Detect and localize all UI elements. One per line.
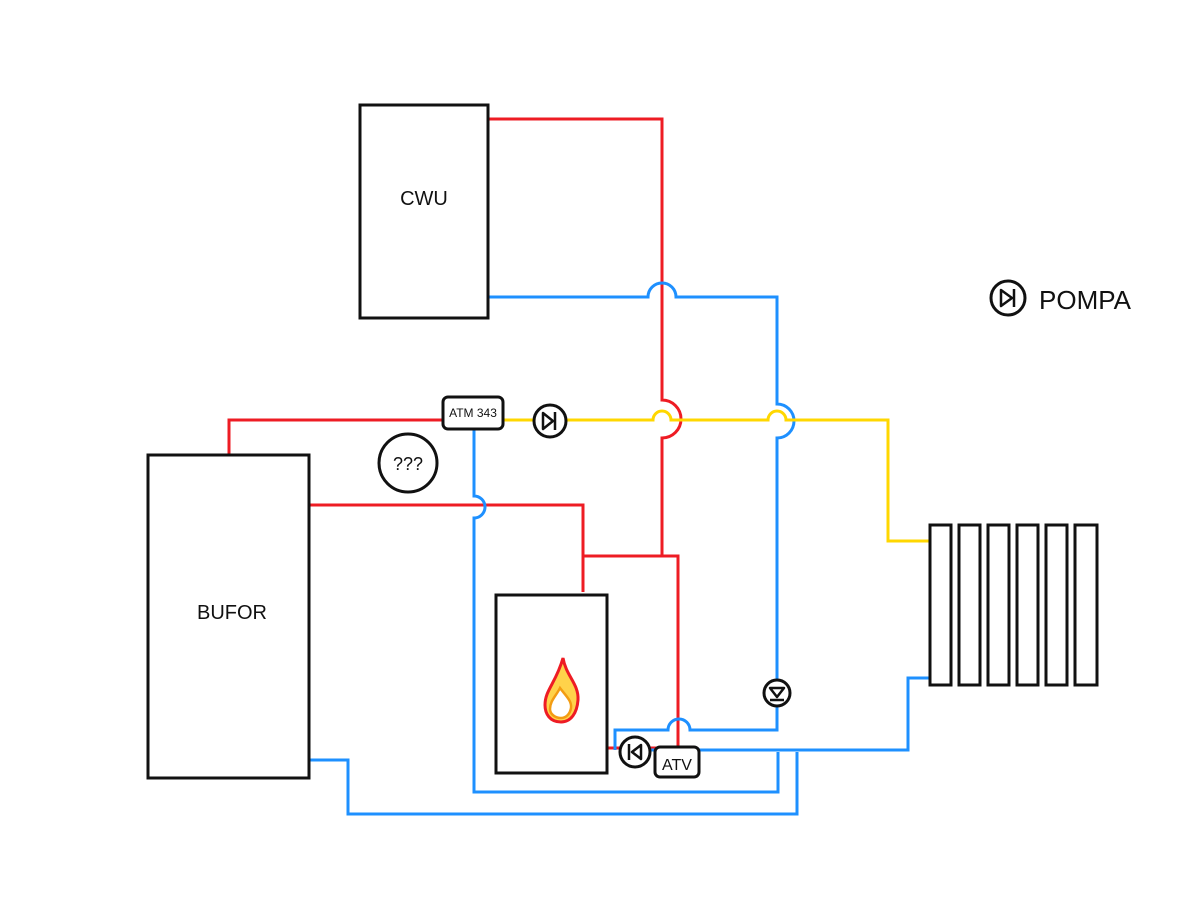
radiator[interactable] [928, 523, 1099, 687]
bufor-side-hot-pipe [309, 503, 585, 592]
cwu-tank[interactable]: CWU [358, 103, 490, 320]
legend-pump-label: POMPA [1039, 285, 1132, 315]
pump-icon[interactable] [532, 403, 568, 439]
radiator-return-pipe [700, 676, 930, 752]
unknown-label: ??? [393, 454, 423, 474]
bufor-label: BUFOR [197, 602, 267, 624]
cold-pipes [309, 281, 930, 816]
bufor-top-hot-pipe [227, 418, 500, 455]
flame-icon [543, 657, 580, 724]
bufor-return-pipe [309, 752, 799, 816]
cwu-hot-pipe [488, 117, 683, 556]
atm-label: ATM 343 [449, 406, 497, 420]
boiler[interactable] [494, 593, 609, 775]
atv-label: ATV [662, 757, 692, 774]
legend: POMPA [989, 279, 1132, 317]
pump-icon[interactable] [762, 678, 792, 708]
cwu-label: CWU [400, 188, 448, 210]
atm-valve[interactable]: ATM 343 [441, 395, 505, 431]
atm-return-pipe [472, 425, 780, 794]
unknown-component[interactable]: ??? [377, 432, 439, 494]
pump-icon [989, 279, 1027, 317]
atv-valve[interactable]: ATV [653, 745, 701, 779]
radiator-supply-pipe [500, 409, 930, 543]
pump-icon[interactable] [618, 735, 652, 769]
bufor-tank[interactable]: BUFOR [146, 453, 311, 780]
